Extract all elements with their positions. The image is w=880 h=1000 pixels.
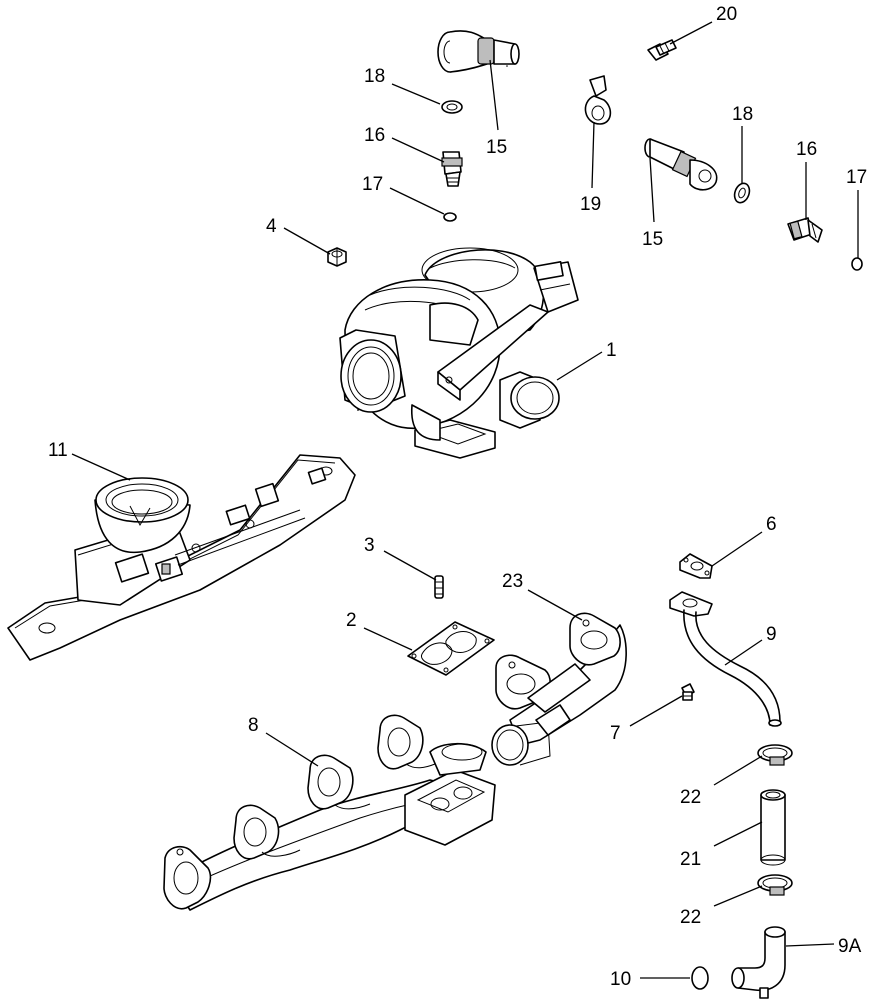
- leader-20: [669, 21, 713, 45]
- leader-3: [383, 550, 437, 581]
- leader-23: [527, 589, 583, 621]
- callout-17-upper: 17: [362, 174, 383, 195]
- part-10-o-ring: [691, 966, 709, 990]
- part-16-adapter-right: [787, 217, 823, 243]
- callout-3: 3: [364, 535, 375, 556]
- part-6-gasket-small: [679, 553, 713, 579]
- callout-6: 6: [766, 514, 777, 535]
- part-11-intake-manifold: [7, 454, 356, 661]
- callout-21: 21: [680, 849, 701, 870]
- callout-2: 2: [346, 610, 357, 631]
- leader-22b: [713, 885, 763, 907]
- part-17-o-ring-upper: [443, 212, 457, 222]
- leader-15b: [649, 157, 655, 223]
- callout-23: 23: [502, 571, 523, 592]
- callout-10: 10: [610, 969, 631, 990]
- part-1-turbocharger: [339, 247, 579, 459]
- callout-labels: 20 18 15 16 17 19 18 15 16 17 4 1 11 3 6…: [48, 4, 867, 990]
- leader-9a: [785, 943, 835, 947]
- callout-18-upper: 18: [364, 66, 385, 87]
- part-2-gasket: [407, 621, 495, 676]
- callout-20: 20: [716, 4, 737, 25]
- callout-15-right: 15: [642, 229, 663, 250]
- callout-22-upper: 22: [680, 787, 701, 808]
- part-18-washer-right: [733, 182, 751, 204]
- leader-7: [629, 695, 683, 727]
- part-21-hose: [760, 789, 786, 866]
- part-7-fitting: [681, 683, 695, 701]
- heater-stud-group: [154, 467, 327, 582]
- leader-4: [283, 227, 331, 255]
- leader-17a: [389, 187, 445, 215]
- part-15-banjo-fitting-upper: [437, 30, 520, 73]
- part-23-exhaust-manifold-front: [491, 612, 627, 766]
- callout-16-upper: 16: [364, 125, 385, 146]
- leader-22a: [713, 755, 763, 786]
- part-18-washer-upper: [441, 100, 463, 114]
- leader-16a: [391, 137, 445, 163]
- leader-9: [724, 639, 763, 666]
- leader-lines: [71, 21, 859, 979]
- callout-22-lower: 22: [680, 907, 701, 928]
- callout-1: 1: [606, 340, 617, 361]
- leader-21: [713, 821, 763, 847]
- leader-2: [363, 627, 413, 651]
- callout-4: 4: [266, 216, 277, 237]
- callout-18-right: 18: [732, 104, 753, 125]
- leader-11: [71, 453, 131, 481]
- callout-17-right: 17: [846, 167, 867, 188]
- part-9-drain-tube: [669, 591, 782, 727]
- leader-8: [265, 732, 319, 767]
- part-3-stud: [434, 575, 444, 599]
- leader-18a: [391, 83, 441, 105]
- part-22-hose-clamp-upper: [757, 744, 793, 766]
- part-17-o-ring-right: [851, 257, 863, 271]
- callout-8: 8: [248, 715, 259, 736]
- part-15-banjo-fitting-right: [644, 138, 718, 191]
- callout-9a: 9A: [838, 936, 862, 957]
- part-19-clip: [584, 75, 612, 125]
- leader-15a: [489, 59, 499, 131]
- callout-7: 7: [610, 723, 621, 744]
- part-4-nut: [327, 247, 347, 267]
- leader-19: [591, 121, 595, 189]
- part-8-exhaust-manifold-rear: [163, 714, 496, 911]
- part-16-adapter-upper: [441, 151, 463, 187]
- leader-6: [711, 531, 763, 567]
- part-9a-elbow-tube: [731, 926, 786, 999]
- callout-15-upper: 15: [486, 137, 507, 158]
- callout-9: 9: [766, 624, 777, 645]
- part-22-hose-clamp-lower: [757, 874, 793, 896]
- callout-19: 19: [580, 194, 601, 215]
- callout-16-right: 16: [796, 139, 817, 160]
- callout-11: 11: [48, 440, 68, 461]
- leader-1: [556, 351, 603, 381]
